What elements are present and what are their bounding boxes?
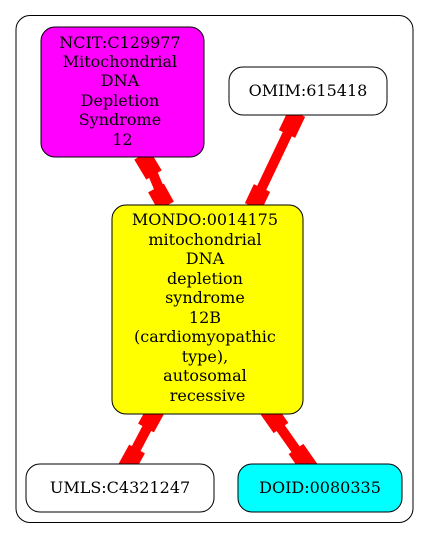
cluster-frame: [15, 15, 414, 523]
edge-mondo-umls: [118, 403, 165, 474]
node-mondo[interactable]: MONDO:0014175 mitochondrial DNA depletio…: [111, 204, 304, 415]
edge-cap-top: [134, 150, 162, 180]
node-umls[interactable]: UMLS:C4321247: [25, 463, 215, 513]
edge-mondo-doid: [259, 402, 318, 475]
node-label: NCIT:C129977 Mitochondrial DNA Depletion…: [59, 33, 185, 149]
node-box: [228, 66, 388, 116]
node-doid[interactable]: DOID:0080335: [237, 463, 403, 513]
node-box: [111, 204, 304, 415]
edge-cap-bottom: [244, 184, 271, 211]
node-ncit[interactable]: NCIT:C129977 Mitochondrial DNA Depletion…: [40, 26, 205, 158]
edge-ncit-mondo: [134, 150, 174, 211]
edge-omim-mondo: [244, 109, 306, 211]
node-label: UMLS:C4321247: [50, 478, 190, 497]
node-box: [237, 463, 403, 513]
node-label: MONDO:0014175 mitochondrial DNA depletio…: [132, 210, 283, 405]
edge-cap-bottom: [148, 183, 174, 211]
node-omim[interactable]: OMIM:615418: [228, 66, 388, 116]
edge-cap-top: [278, 109, 306, 138]
node-label: OMIM:615418: [249, 81, 368, 100]
node-label: DOID:0080335: [259, 478, 381, 497]
node-box: [40, 26, 205, 158]
node-box: [25, 463, 215, 513]
